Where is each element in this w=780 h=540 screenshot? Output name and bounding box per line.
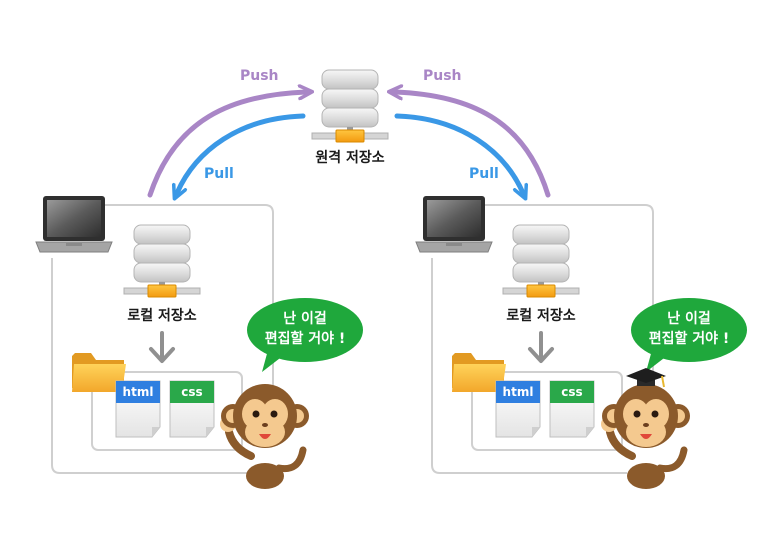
html-file-icon xyxy=(115,380,161,438)
push-label-right: Push xyxy=(423,68,462,84)
bubble-text-line2: 편집할 거야 ! xyxy=(264,331,346,347)
bubble-text-line1: 난 이걸 xyxy=(667,311,711,327)
folder-icon xyxy=(72,353,126,392)
css-file-icon xyxy=(169,380,215,438)
remote-storage-label: 원격 저장소 xyxy=(315,150,385,166)
down-arrow-icon xyxy=(528,331,554,363)
right-panel xyxy=(415,196,747,489)
local-storage-label: 로컬 저장소 xyxy=(127,308,197,324)
css-file-icon xyxy=(549,380,595,438)
pull-arrow-left xyxy=(177,113,306,193)
html-file-label: html xyxy=(502,385,534,399)
monkey-character xyxy=(220,384,309,489)
folder-icon xyxy=(452,353,506,392)
push-arrow-right xyxy=(395,92,551,198)
push-arrow-left xyxy=(147,92,306,198)
left-panel xyxy=(35,196,363,489)
monkey-character xyxy=(601,368,690,489)
down-arrow-icon xyxy=(149,331,175,363)
pull-arrow-right xyxy=(394,113,523,193)
html-file-icon xyxy=(495,380,541,438)
laptop-icon xyxy=(35,196,113,253)
push-label-left: Push xyxy=(240,68,279,84)
bubble-text-line1: 난 이걸 xyxy=(283,311,327,327)
speech-bubble xyxy=(631,298,747,372)
graduation-cap-icon xyxy=(626,368,666,388)
local-server-icon xyxy=(123,224,201,298)
remote-server-icon xyxy=(311,69,389,143)
pull-label-right: Pull xyxy=(469,166,499,182)
css-file-label: css xyxy=(181,385,203,399)
local-storage-label: 로컬 저장소 xyxy=(506,308,576,324)
pull-label-left: Pull xyxy=(204,166,234,182)
css-file-label: css xyxy=(561,385,583,399)
laptop-icon xyxy=(415,196,493,253)
local-server-icon xyxy=(502,224,580,298)
html-file-label: html xyxy=(122,385,154,399)
bubble-text-line2: 편집할 거야 ! xyxy=(648,331,730,347)
speech-bubble xyxy=(247,298,363,372)
